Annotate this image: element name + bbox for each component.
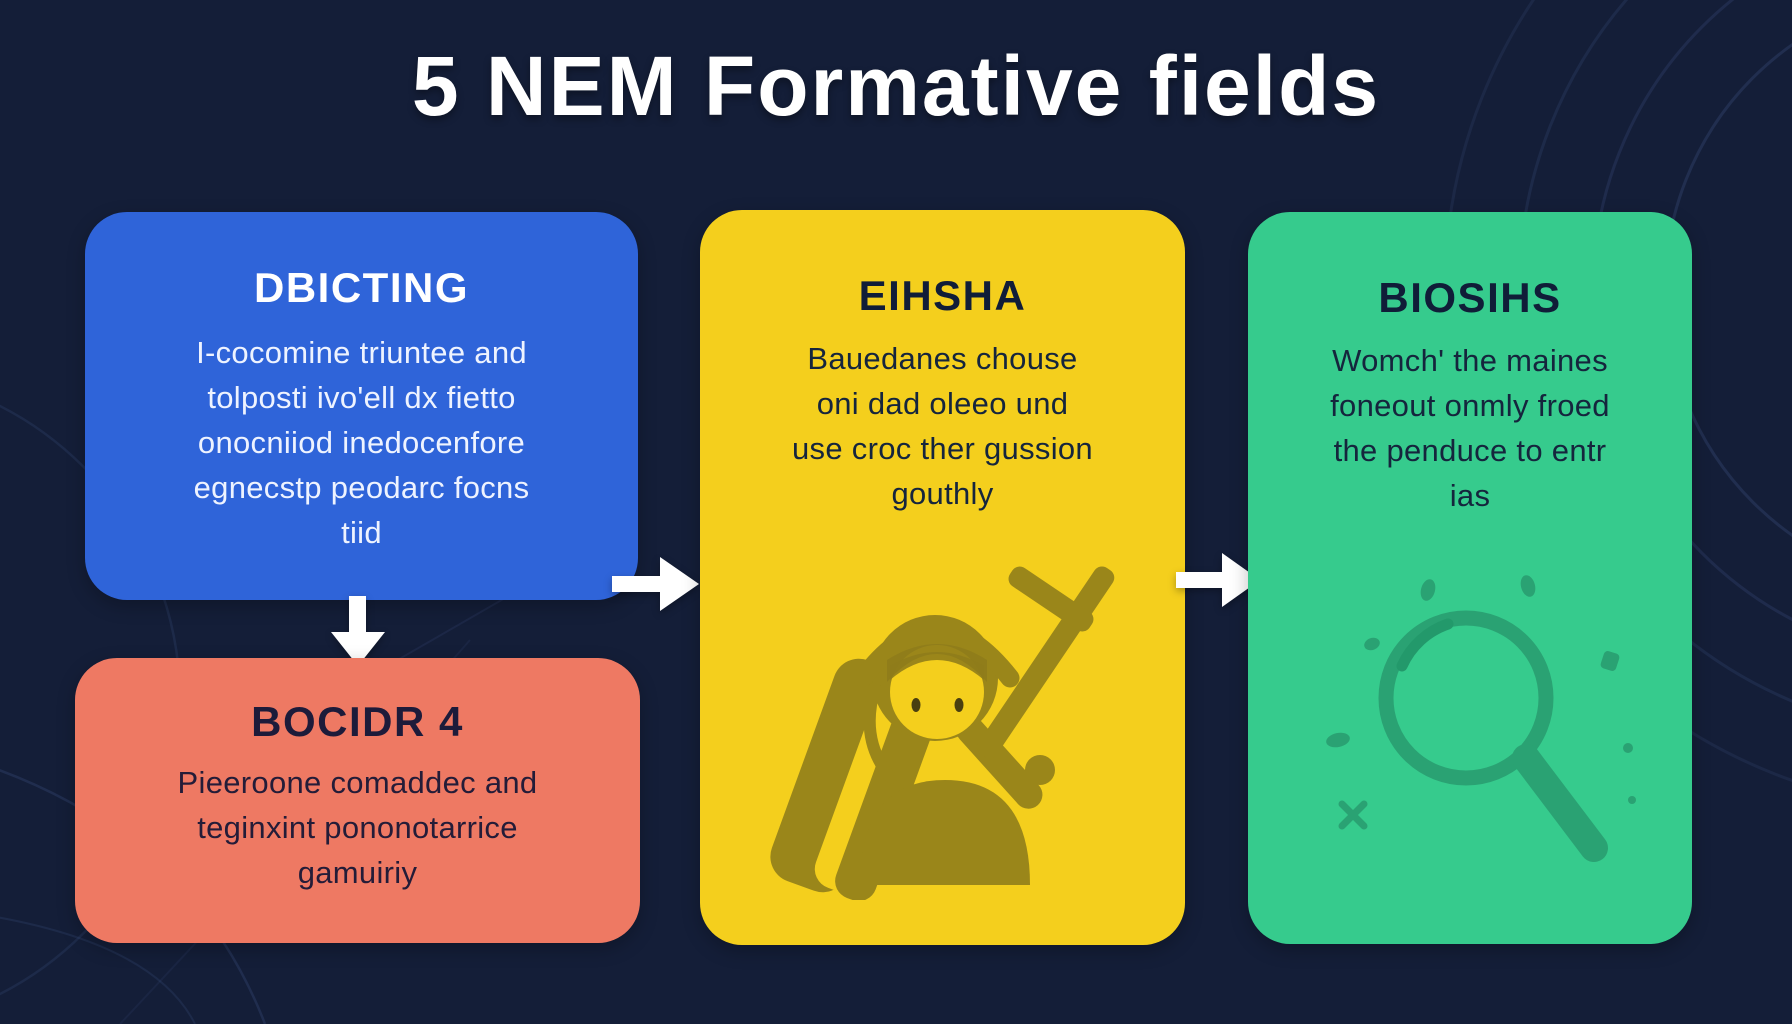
card-eihsha-title: EIHSHA <box>858 272 1027 319</box>
card-biosihs-title: BIOSIHS <box>1378 274 1562 321</box>
card-eihsha-body: Bauedanes chouse oni dad oleeo und use c… <box>792 341 1093 511</box>
right-arrow-icon <box>1176 550 1262 610</box>
card-bocidr-body: Pieeroone comaddec and teginxint pononot… <box>177 765 538 890</box>
card-bocidr: BOCIDR 4 Pieeroone comaddec and teginxin… <box>75 658 640 943</box>
card-bocidr-title: BOCIDR 4 <box>251 698 464 745</box>
card-eihsha: EIHSHA Bauedanes chouse oni dad oleeo un… <box>700 210 1185 945</box>
student-headphones-icon <box>735 540 1155 902</box>
right-arrow-icon <box>612 554 702 614</box>
card-biosihs: BIOSIHS Womch' the maines foneout onmly … <box>1248 212 1692 944</box>
down-arrow-icon <box>328 596 388 668</box>
card-depicting: DBICTING I-cocomine triuntee and tolpost… <box>85 212 638 600</box>
card-depicting-title: DBICTING <box>254 264 469 311</box>
card-depicting-body: I-cocomine triuntee and tolposti ivo'ell… <box>193 335 530 550</box>
magnifying-glass-icon <box>1276 548 1668 898</box>
card-biosihs-body: Womch' the maines foneout onmly froed th… <box>1330 343 1610 513</box>
page-title: 5 NEM Formative fields <box>411 39 1381 133</box>
